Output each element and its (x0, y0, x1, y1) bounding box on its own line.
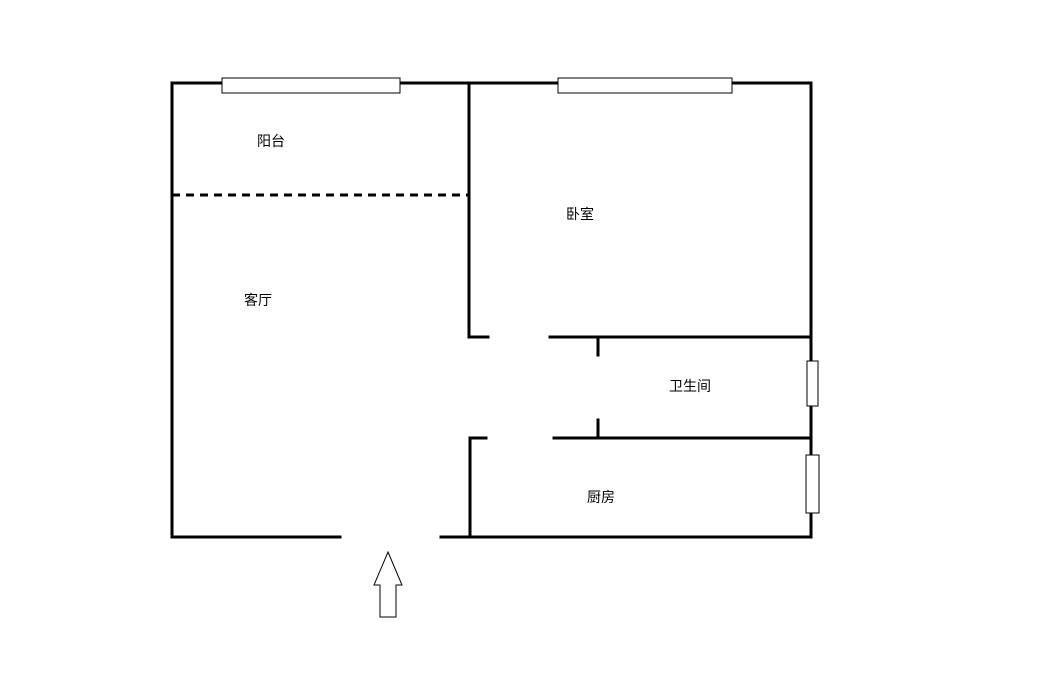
label-bathroom: 卫生间 (669, 379, 711, 395)
window-balcony (221, 77, 401, 94)
window-bedroom (557, 77, 733, 94)
label-bedroom: 卧室 (566, 206, 594, 223)
up-arrow-icon (373, 550, 403, 618)
window-bathroom (806, 360, 819, 407)
window-kitchen (805, 454, 820, 514)
label-living-room: 客厅 (244, 292, 272, 309)
label-balcony: 阳台 (257, 134, 285, 150)
label-kitchen: 厨房 (587, 490, 615, 506)
